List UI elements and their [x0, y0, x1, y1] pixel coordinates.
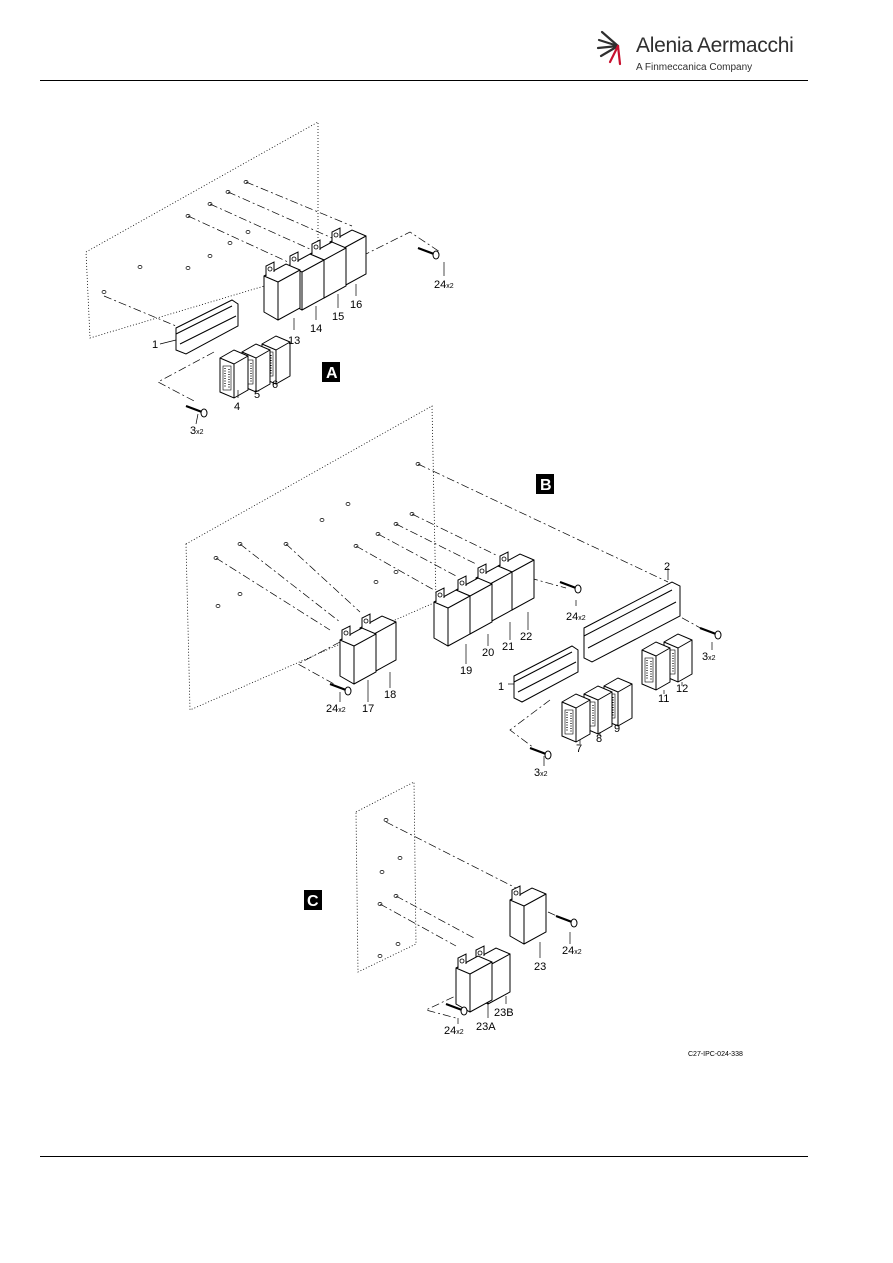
callout-b-11: 11: [658, 693, 669, 705]
callout-b-18: 18: [384, 689, 396, 701]
view-a: 1 4 5 6 13 14 15 16 24x2 3x2 A: [85, 121, 454, 437]
callout-b-24b: 24x2: [326, 703, 346, 715]
view-b: 2 1 7 8 9 11 12 17 18 19 20 21 22 24x2 2…: [185, 405, 723, 779]
bracket-1: [175, 299, 239, 355]
callout-b-19: 19: [460, 665, 472, 677]
callout-a-5: 5: [254, 389, 260, 401]
callout-a-4: 4: [234, 401, 240, 413]
screw-3-a: [184, 404, 209, 419]
screw-3-b2: [528, 746, 553, 761]
relay-23a: [455, 953, 493, 1013]
callout-b-3a: 3x2: [702, 651, 716, 663]
callout-b-7: 7: [576, 743, 582, 755]
callout-a-15: 15: [332, 311, 344, 323]
company-logo: Alenia Aermacchi A Finmeccanica Company: [596, 26, 796, 82]
callout-b-24a: 24x2: [566, 611, 586, 623]
callout-b-3b: 3x2: [534, 767, 548, 779]
connector-4: [219, 349, 249, 399]
callout-c-23b: 23B: [494, 1007, 514, 1019]
callout-c-23: 23: [534, 961, 546, 973]
view-a-panel: [85, 121, 319, 339]
rail-2: [583, 581, 681, 663]
callout-b-22: 22: [520, 631, 532, 643]
callout-c-24a: 24x2: [562, 945, 582, 957]
view-tag-b: B: [540, 477, 552, 494]
connector-11: [641, 641, 671, 691]
callout-a-16: 16: [350, 299, 362, 311]
callout-b-17: 17: [362, 703, 374, 715]
figure-reference: C27-IPC-024-338: [688, 1051, 743, 1058]
header-rule: [40, 80, 808, 81]
view-b-panel: [185, 405, 437, 711]
view-tag-c: C: [307, 893, 319, 910]
callout-a-1: 1: [152, 339, 158, 351]
screw-3-b1: [698, 626, 723, 641]
relay-23: [509, 885, 547, 945]
callout-b-8: 8: [596, 733, 602, 745]
callout-c-23a: 23A: [476, 1021, 496, 1033]
callout-a-6: 6: [272, 379, 278, 391]
view-c: 23 23A 23B 24x2 24x2 C: [304, 781, 582, 1037]
view-tag-c-box: [304, 890, 322, 910]
callout-b-9: 9: [614, 723, 620, 735]
company-tagline: A Finmeccanica Company: [636, 62, 753, 73]
bracket-1-b: [513, 645, 579, 703]
callout-b-2: 2: [664, 561, 670, 573]
relay-17: [339, 625, 377, 685]
view-tag-a-box: [322, 362, 340, 382]
alenia-aermacchi-logo-mark-icon: [596, 30, 622, 66]
view-tag-a: A: [326, 365, 338, 382]
view-tag-b-box: [536, 474, 554, 494]
view-c-panel: [355, 781, 417, 973]
callout-b-21: 21: [502, 641, 514, 653]
callout-a-24: 24x2: [434, 279, 454, 291]
footer-rule: [40, 1156, 808, 1157]
callout-b-1: 1: [498, 681, 504, 693]
callout-a-3: 3x2: [190, 425, 204, 437]
screw-24-c1: [554, 914, 579, 929]
relay-19: [433, 587, 471, 647]
relay-13: [263, 261, 301, 321]
connector-7: [561, 693, 591, 743]
callout-a-13: 13: [288, 335, 300, 347]
screw-24-b2: [328, 682, 353, 697]
callout-c-24b: 24x2: [444, 1025, 464, 1037]
callout-a-14: 14: [310, 323, 322, 335]
company-name: Alenia Aermacchi: [636, 34, 794, 57]
callout-b-20: 20: [482, 647, 494, 659]
callout-b-12: 12: [676, 683, 688, 695]
